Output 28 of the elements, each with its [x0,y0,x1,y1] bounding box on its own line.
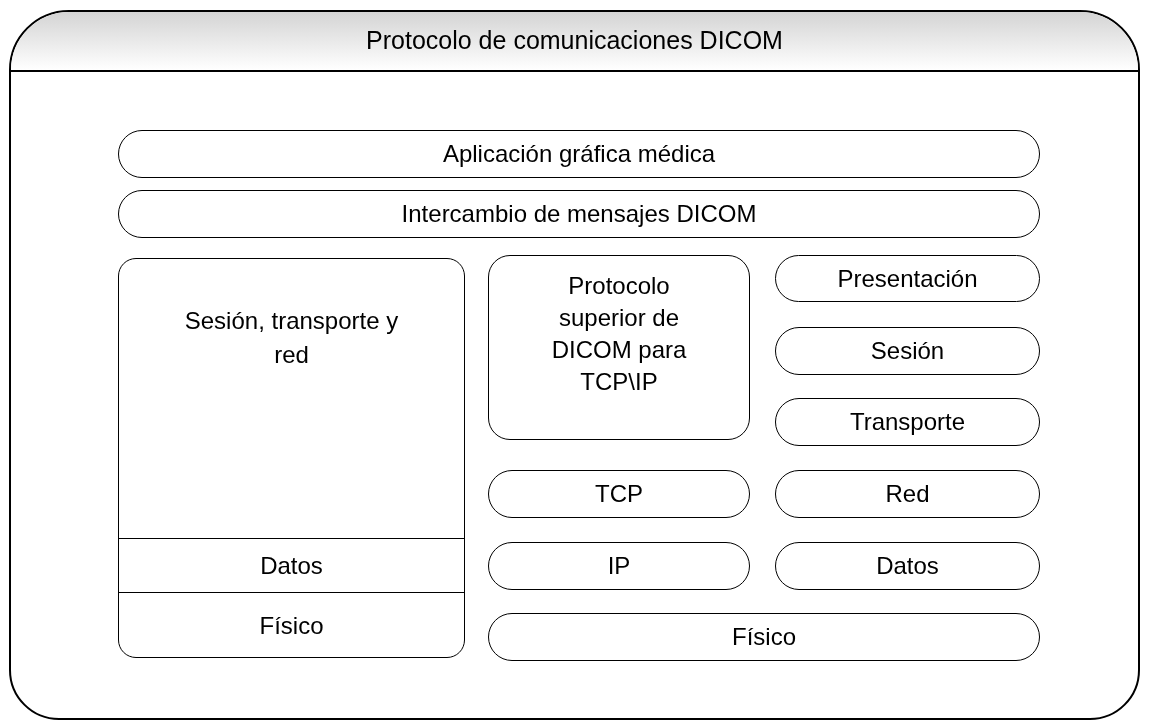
stack-box [118,258,465,658]
layer-pill [488,542,750,590]
layer-label: Datos [876,551,939,581]
layer-pill [775,398,1040,446]
layer-label: IP [607,551,631,581]
frame-label: Protocolo de comunicaciones DICOM [366,25,783,57]
layer-label: Red [885,479,930,509]
layer-label: Sesión [870,336,945,366]
layer-label: Sesión, transporte y red [183,306,400,370]
layer-label: Aplicación gráfica médica [442,139,716,169]
layer-label: TCP [595,479,643,509]
layer-label: Datos [260,550,323,581]
layer-label: Transporte [849,407,966,437]
layer-label: Físico [259,610,324,641]
layer-label: Intercambio de mensajes DICOM [401,199,757,229]
layer-label: Presentación [837,263,978,294]
layer-pill [775,542,1040,590]
layer-label: Físico [732,622,796,652]
protocol-box [488,255,750,440]
layer-pill [118,130,1040,178]
protocol-frame [9,10,1140,720]
layer-pill [488,470,750,518]
layer-pill [488,613,1040,661]
layer-pill [775,470,1040,518]
layer-pill [775,327,1040,375]
layer-pill [775,255,1040,302]
layer-pill [118,190,1040,238]
layer-label: Protocolo superior de DICOM para TCP\IP [550,271,688,397]
